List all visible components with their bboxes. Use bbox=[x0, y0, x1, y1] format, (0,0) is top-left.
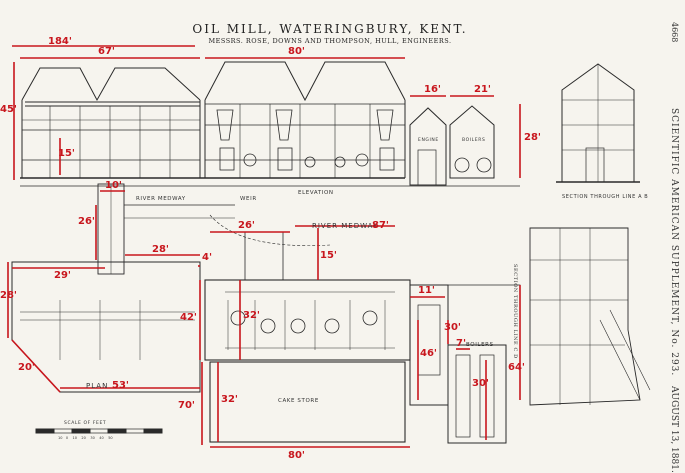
dim-20: 20' bbox=[18, 362, 35, 373]
section-cd-drawing bbox=[529, 227, 651, 406]
drawing-title: OIL MILL, WATERINGBURY, KENT. bbox=[192, 22, 468, 36]
dim-45: 45' bbox=[0, 104, 17, 115]
dim-30-b: 30' bbox=[472, 378, 489, 389]
dim-29: 29' bbox=[54, 270, 71, 281]
dim-4: 4' bbox=[202, 252, 213, 263]
dim-15-elevation: 15' bbox=[58, 148, 75, 159]
boilers-plan-label: BOILERS bbox=[466, 342, 494, 348]
dim-11: 11' bbox=[418, 285, 435, 296]
dim-15-plan: 15' bbox=[320, 250, 337, 261]
river-medway-main-label: RIVER MEDWAY bbox=[312, 222, 379, 230]
section-cd-label: SECTION THROUGH LINE C D bbox=[512, 264, 518, 359]
dim-42: 42' bbox=[180, 312, 197, 323]
dim-28-left: 28' bbox=[0, 290, 17, 301]
dim-70: 70' bbox=[178, 400, 195, 411]
scale-bar bbox=[35, 428, 163, 434]
elevation-label: ELEVATION bbox=[298, 190, 334, 196]
dim-184: 184' bbox=[48, 36, 72, 47]
dim-53: 53' bbox=[112, 380, 129, 391]
dim-26-plan: 26' bbox=[238, 220, 255, 231]
boilers-elevation-label: BOILERS bbox=[462, 138, 486, 143]
section-ab-drawing bbox=[556, 63, 640, 183]
dim-67: 67' bbox=[98, 46, 115, 57]
scale-label: SCALE OF FEET bbox=[64, 421, 107, 426]
dim-30-a: 30' bbox=[444, 322, 461, 333]
dimension-lines bbox=[7, 45, 521, 448]
dim-32-upper: 32' bbox=[243, 310, 260, 321]
dim-21: 21' bbox=[474, 84, 491, 95]
weir-label: WEIR bbox=[240, 196, 257, 202]
dim-64: 64' bbox=[508, 362, 525, 373]
dim-7: 7' bbox=[456, 338, 467, 349]
dim-46: 46' bbox=[420, 348, 437, 359]
elevation-drawing bbox=[20, 61, 520, 187]
dim-28-middle: 28' bbox=[152, 244, 169, 255]
scale-tick-labels: 10 0 10 20 30 40 50 bbox=[58, 436, 113, 440]
dim-80-top: 80' bbox=[288, 46, 305, 57]
issue-date: AUGUST 13, 1881. bbox=[669, 386, 679, 473]
plan-label: PLAN bbox=[86, 382, 109, 390]
page-number: 4668 bbox=[670, 22, 679, 43]
dim-26-left: 26' bbox=[78, 216, 95, 227]
section-ab-label: SECTION THROUGH LINE A B bbox=[562, 194, 649, 200]
dim-16: 16' bbox=[424, 84, 441, 95]
cake-store-label: CAKE STORE bbox=[278, 398, 319, 404]
drawing-subtitle: MESSRS. ROSE, DOWNS AND THOMPSON, HULL, … bbox=[208, 37, 452, 45]
dim-87: 87' bbox=[372, 220, 389, 231]
dim-32-lower: 32' bbox=[221, 394, 238, 405]
journal-name: SCIENTIFIC AMERICAN SUPPLEMENT, No. 293. bbox=[669, 108, 679, 377]
dim-80-bottom: 80' bbox=[288, 450, 305, 461]
engine-label: ENGINE bbox=[418, 138, 439, 143]
river-medway-upper-label: RIVER MEDWAY bbox=[136, 196, 186, 202]
dim-10: 10' bbox=[105, 180, 122, 191]
dim-28-right: 28' bbox=[524, 132, 541, 143]
